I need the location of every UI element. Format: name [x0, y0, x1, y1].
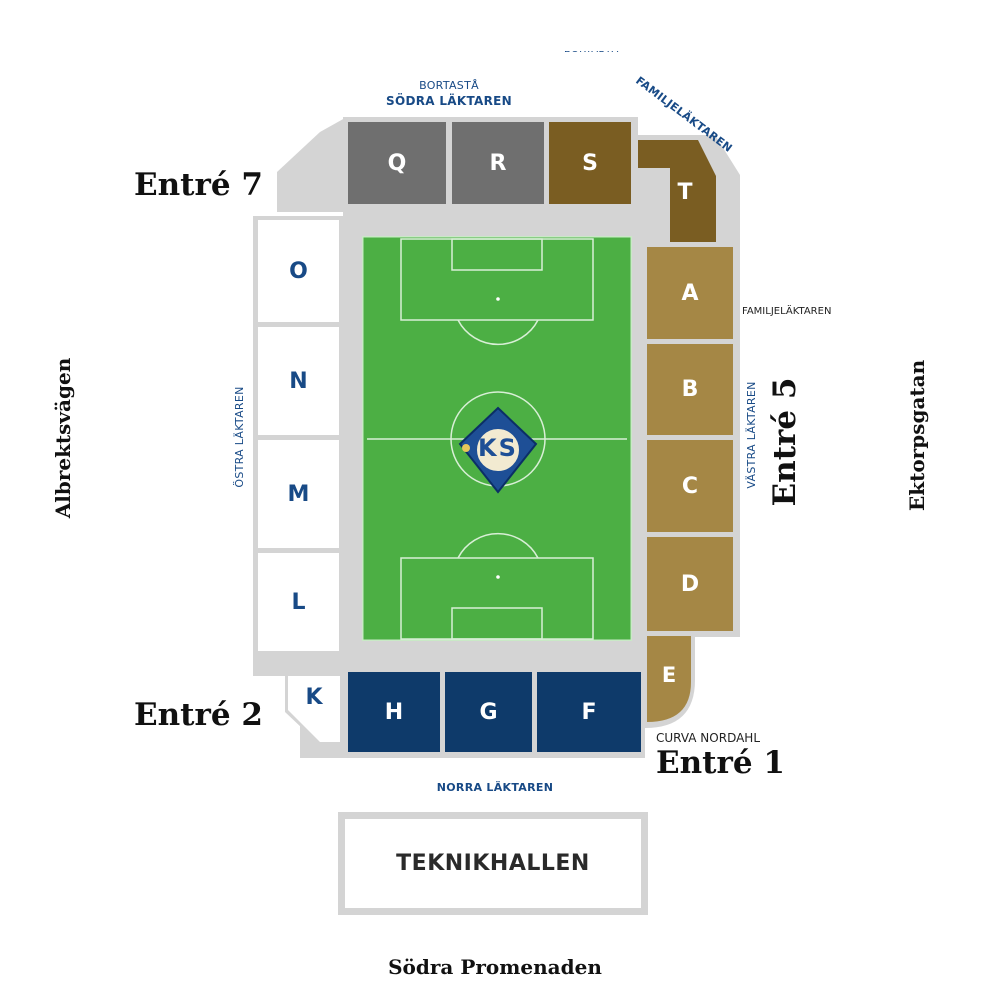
section-A[interactable]: A: [647, 247, 733, 339]
entrance-5: Entré 5: [767, 377, 803, 507]
street-albrektsvagen: Albrektsvägen: [51, 357, 75, 519]
section-L[interactable]: L: [258, 553, 339, 651]
entrance-1: Entré 1: [656, 745, 785, 781]
section-T-shape[interactable]: [636, 138, 720, 244]
curva-nordahl-label: CURVA NORDAHL: [656, 731, 761, 745]
sodra-laktaren-label: SÖDRA LÄKTAREN: [386, 94, 512, 108]
street-sodra-promenaden: Södra Promenaden: [388, 955, 602, 979]
section-K-shape[interactable]: [286, 674, 342, 744]
club-logo: KS: [452, 404, 544, 496]
concourse-top-left: [277, 118, 345, 212]
bortasta-label: BORTASTÅ: [419, 79, 479, 92]
section-O[interactable]: O: [258, 220, 339, 322]
vastra-laktaren-label: VÄSTRA LÄKTAREN: [745, 381, 758, 489]
familjelaktaren-right-label: FAMILJELÄKTAREN: [742, 306, 832, 317]
section-B[interactable]: B: [647, 344, 733, 435]
section-T[interactable]: T: [677, 179, 693, 205]
norra-laktaren-label: NORRA LÄKTAREN: [436, 781, 554, 794]
section-Q[interactable]: Q: [348, 122, 446, 204]
logo-text: KS: [478, 434, 518, 462]
section-K[interactable]: K: [305, 684, 323, 710]
teknikhallen-building: TEKNIKHALLEN: [338, 812, 648, 915]
section-C[interactable]: C: [647, 440, 733, 532]
teknikhallen-label: TEKNIKHALLEN: [396, 851, 590, 876]
section-E[interactable]: E: [661, 663, 677, 687]
entrance-2: Entré 2: [134, 697, 263, 733]
street-ektorpsgatan: Ektorpsgatan: [905, 359, 929, 511]
shield-crest-icon: [458, 406, 538, 494]
section-F[interactable]: F: [537, 672, 641, 752]
section-R[interactable]: R: [452, 122, 544, 204]
entrance-7: Entré 7: [134, 167, 263, 203]
section-E-shape[interactable]: [647, 636, 693, 724]
cutoff-label: BORTASTÅ: [564, 44, 619, 55]
section-H[interactable]: H: [348, 672, 440, 752]
section-N[interactable]: N: [258, 327, 339, 435]
section-S[interactable]: S: [549, 122, 631, 204]
section-M[interactable]: M: [258, 440, 339, 548]
ostra-laktaren-label: ÖSTRA LÄKTAREN: [233, 386, 246, 488]
section-G[interactable]: G: [445, 672, 532, 752]
section-D[interactable]: D: [647, 537, 733, 631]
